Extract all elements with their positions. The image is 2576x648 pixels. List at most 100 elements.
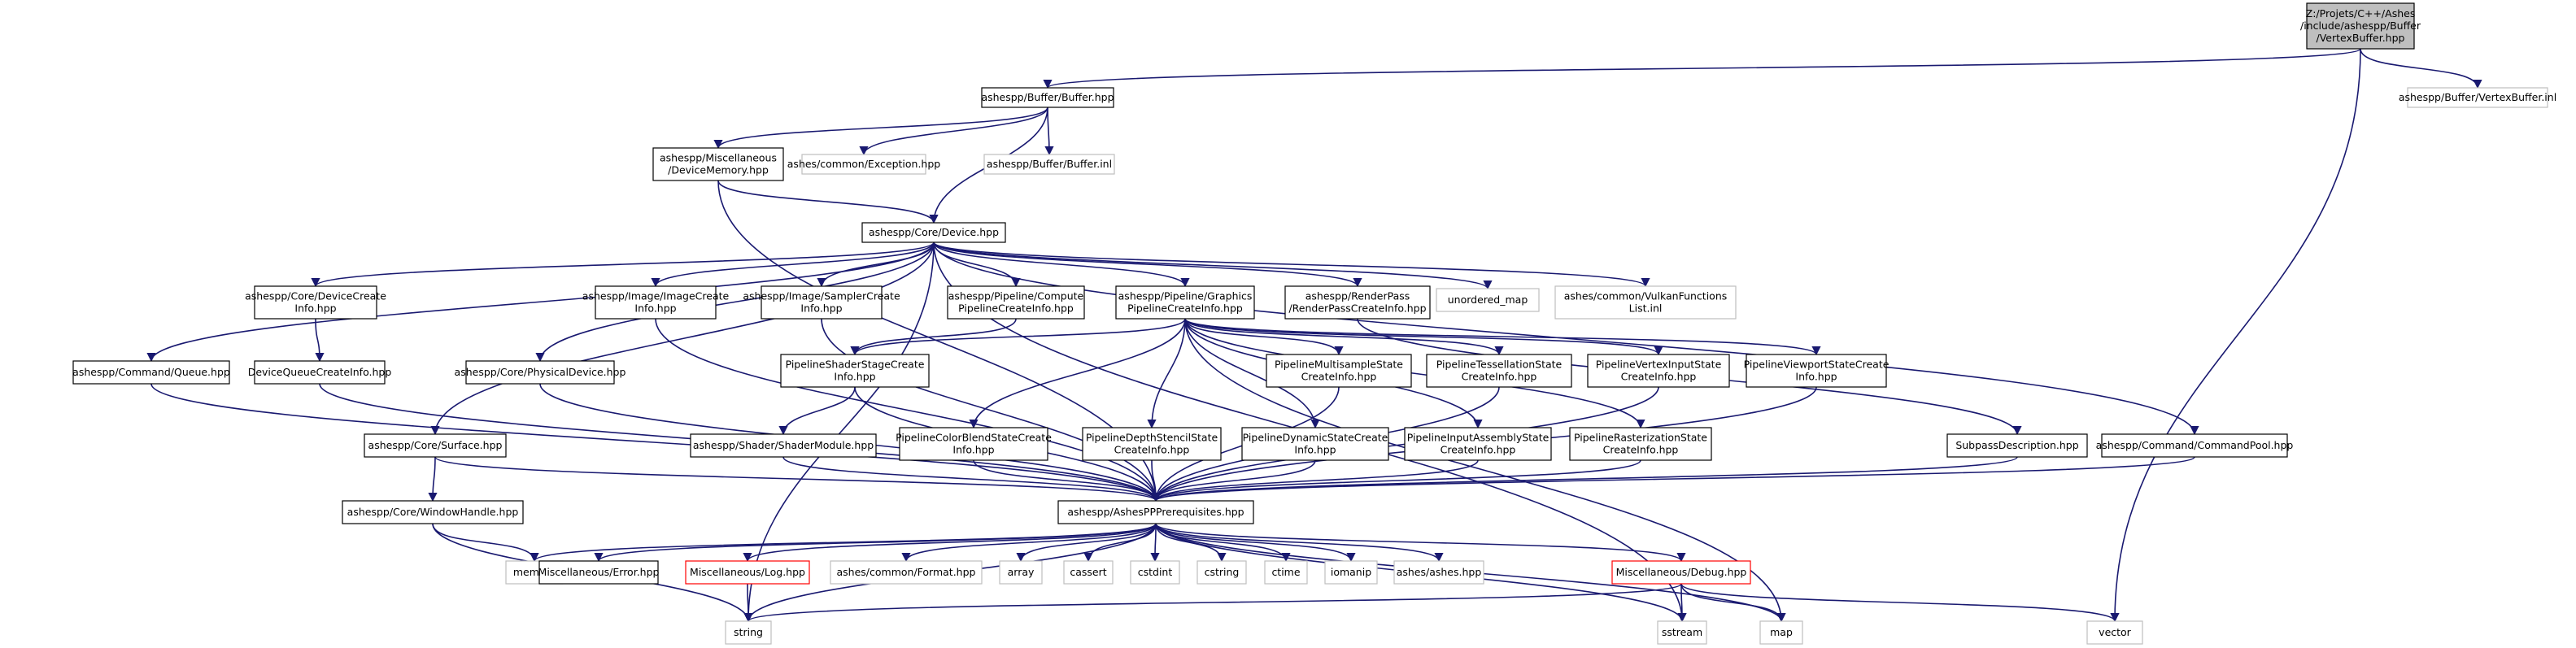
node-computepipeline[interactable]: ashespp/Pipeline/ComputePipelineCreateIn… <box>947 285 1085 320</box>
node-box <box>1284 285 1431 320</box>
node-queue[interactable]: ashespp/Command/Queue.hpp <box>72 360 230 385</box>
node-debug[interactable]: Miscellaneous/Debug.hpp <box>1611 560 1751 585</box>
edge-graphicspipeline-to-shaderstage <box>850 318 1186 356</box>
edge-surface-to-windowhandle <box>428 456 438 502</box>
edge-root-to-vector <box>2110 48 2361 623</box>
node-label-line: List.inl <box>1629 302 1663 315</box>
node-box <box>981 87 1114 108</box>
edge-prereq-to-cstdint <box>1150 523 1160 563</box>
node-label-line: ashespp/Core/Surface.hpp <box>368 439 503 451</box>
edge-queue-to-prereq <box>150 383 1161 502</box>
node-cstring: cstring <box>1196 560 1247 585</box>
node-box <box>1324 560 1378 585</box>
node-prereq[interactable]: ashespp/AshesPPPrerequisites.hpp <box>1057 500 1254 524</box>
node-label-line: ashespp/Command/Queue.hpp <box>72 366 230 378</box>
node-label-line: DeviceQueueCreateInfo.hpp <box>248 366 392 378</box>
node-label-line: PipelineRasterizationState <box>1574 432 1707 444</box>
node-box <box>1946 433 2088 458</box>
edge-graphicspipeline-to-colorblend <box>969 318 1186 429</box>
edge-devicememory-to-device <box>717 180 939 224</box>
node-label-line: ashespp/Core/Device.hpp <box>869 226 999 238</box>
edge-graphicspipeline-to-depthstencil <box>1147 318 1186 429</box>
node-label-line: SubpassDescription.hpp <box>1955 439 2078 451</box>
node-box <box>1130 560 1180 585</box>
node-box <box>254 285 377 320</box>
node-label-line: string <box>734 626 763 638</box>
node-box <box>2101 433 2288 458</box>
node-label-line: ashespp/Core/DeviceCreate <box>245 290 386 302</box>
node-label-line: Info.hpp <box>834 371 875 383</box>
node-label-line: Miscellaneous/Log.hpp <box>690 566 805 578</box>
node-renderpass[interactable]: ashespp/RenderPass/RenderPassCreateInfo.… <box>1284 285 1431 320</box>
edge-graphicspipeline-to-dynamicstate <box>1184 318 1320 429</box>
edge-buffer_hpp-to-buffer_inl <box>1044 107 1054 156</box>
node-shadermodule[interactable]: ashespp/Shader/ShaderModule.hpp <box>690 433 877 458</box>
node-box <box>780 354 930 388</box>
node-label-line: ashespp/Buffer/Buffer.inl <box>987 158 1112 170</box>
edge-device-to-renderpass <box>933 241 1362 288</box>
edge-prereq-to-array <box>1016 523 1157 563</box>
edge-subpass-to-prereq <box>1151 456 2018 502</box>
edge-prereq-to-memory <box>530 523 1157 563</box>
edge-computepipeline-to-shaderstage <box>850 318 1017 356</box>
node-devicememory[interactable]: ashespp/Miscellaneous/DeviceMemory.hpp <box>652 147 784 181</box>
node-label-line: ashespp/Core/PhysicalDevice.hpp <box>455 366 626 378</box>
edge-device-to-imagecreateinfo <box>651 241 935 288</box>
node-box <box>830 560 983 585</box>
node-surface[interactable]: ashespp/Core/Surface.hpp <box>364 433 507 458</box>
node-subpass[interactable]: SubpassDescription.hpp <box>1946 433 2088 458</box>
node-physicaldevice[interactable]: ashespp/Core/PhysicalDevice.hpp <box>455 360 626 385</box>
node-label-line: ashespp/Buffer/Buffer.hpp <box>981 91 1114 103</box>
node-graphicspipeline[interactable]: ashespp/Pipeline/GraphicsPipelineCreateI… <box>1115 285 1255 320</box>
node-label-line: PipelineDynamicStateCreate <box>1243 432 1388 444</box>
node-devicequeue[interactable]: DeviceQueueCreateInfo.hpp <box>248 360 392 385</box>
node-box <box>761 285 883 320</box>
node-label-line: Info.hpp <box>1294 444 1336 456</box>
node-box <box>342 500 524 524</box>
node-box <box>1393 560 1484 585</box>
node-box <box>947 285 1085 320</box>
edge-devicecreateinfo-to-devicequeue <box>315 318 325 363</box>
node-label-line: ashes/common/VulkanFunctions <box>1564 290 1728 302</box>
node-label-line: ashes/ashes.hpp <box>1397 566 1482 578</box>
edge-device-to-vulkanfunctions <box>933 241 1650 288</box>
node-label-line: Miscellaneous/Debug.hpp <box>1616 566 1747 578</box>
node-label-line: cassert <box>1070 566 1106 578</box>
node-label-line: ashespp/Image/SamplerCreate <box>743 290 900 302</box>
node-windowhandle[interactable]: ashespp/Core/WindowHandle.hpp <box>342 500 524 524</box>
edge-graphicspipeline-to-rasterization <box>1184 318 1645 429</box>
node-device[interactable]: ashespp/Core/Device.hpp <box>861 222 1006 243</box>
node-label-line: sstream <box>1662 626 1702 638</box>
node-buffer-hpp[interactable]: ashespp/Buffer/Buffer.hpp <box>981 87 1114 108</box>
node-label-line: PipelineCreateInfo.hpp <box>1127 302 1243 315</box>
node-box <box>1569 427 1712 461</box>
node-box <box>801 154 926 175</box>
node-box <box>72 360 230 385</box>
node-box <box>1436 288 1540 312</box>
node-box <box>652 147 784 181</box>
node-label-line: ashes/common/Format.hpp <box>837 566 976 578</box>
edge-device-to-surface <box>430 241 935 436</box>
node-commandpool[interactable]: ashespp/Command/CommandPool.hpp <box>2096 433 2294 458</box>
node-box <box>1115 285 1255 320</box>
edge-rasterization-to-prereq <box>1151 459 1641 502</box>
node-log[interactable]: Miscellaneous/Log.hpp <box>685 560 810 585</box>
node-box <box>1241 427 1389 461</box>
node-error[interactable]: Miscellaneous/Error.hpp <box>538 560 660 585</box>
node-label-line: Info.hpp <box>800 302 842 315</box>
node-label-line: ashespp/Pipeline/Compute <box>948 290 1084 302</box>
edge-prereq-to-iomanip <box>1155 523 1356 563</box>
